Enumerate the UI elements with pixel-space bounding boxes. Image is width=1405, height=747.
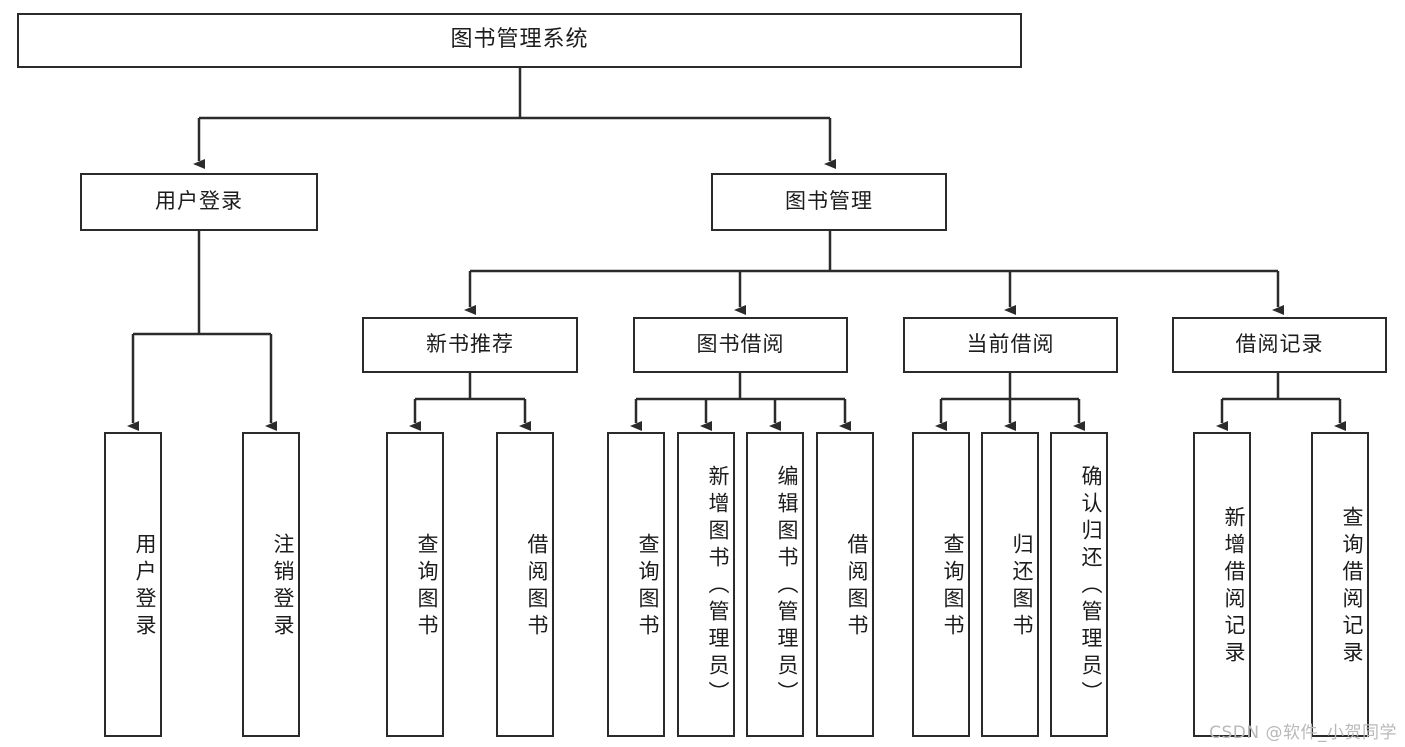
leaf-label: 归还图书: [1010, 532, 1034, 641]
leaf-user-login-signin[interactable]: 用户登录: [104, 432, 162, 737]
node-user-login[interactable]: 用户登录: [80, 173, 318, 231]
leaf-label: 新增图书（管理员）: [706, 465, 730, 708]
leaf-user-login-signout[interactable]: 注销登录: [242, 432, 300, 737]
leaf-label: 编辑图书（管理员）: [775, 465, 799, 708]
leaf-newbook-borrow-books[interactable]: 借阅图书: [496, 432, 554, 737]
leaf-label: 查询图书: [636, 532, 660, 641]
leaf-label: 注销登录: [271, 532, 295, 641]
leaf-label: 查询图书: [415, 532, 439, 641]
leaf-borrowrecord-query-record[interactable]: 查询借阅记录: [1311, 432, 1369, 737]
leaf-currentborrow-query-books[interactable]: 查询图书: [912, 432, 970, 737]
node-new-book-recommend[interactable]: 新书推荐: [362, 317, 578, 373]
leaf-newbook-query-books[interactable]: 查询图书: [386, 432, 444, 737]
leaf-borrowrecord-add-record[interactable]: 新增借阅记录: [1193, 432, 1251, 737]
leaf-bookborrow-query-books[interactable]: 查询图书: [607, 432, 665, 737]
leaf-label: 新增借阅记录: [1222, 505, 1246, 668]
leaf-label: 确认归还（管理员）: [1079, 465, 1103, 708]
leaf-bookborrow-add-book-admin[interactable]: 新增图书（管理员）: [677, 432, 735, 737]
leaf-label: 查询图书: [941, 532, 965, 641]
leaf-label: 借阅图书: [845, 532, 869, 641]
leaf-bookborrow-edit-book-admin[interactable]: 编辑图书（管理员）: [746, 432, 804, 737]
node-current-borrow[interactable]: 当前借阅: [903, 317, 1118, 373]
node-borrow-record[interactable]: 借阅记录: [1172, 317, 1387, 373]
node-root-system[interactable]: 图书管理系统: [17, 13, 1022, 68]
leaf-currentborrow-return-books[interactable]: 归还图书: [981, 432, 1039, 737]
leaf-label: 用户登录: [133, 532, 157, 641]
node-book-borrow[interactable]: 图书借阅: [633, 317, 848, 373]
leaf-currentborrow-confirm-return-admin[interactable]: 确认归还（管理员）: [1050, 432, 1108, 737]
leaf-bookborrow-borrow-books[interactable]: 借阅图书: [816, 432, 874, 737]
leaf-label: 借阅图书: [525, 532, 549, 641]
node-book-management[interactable]: 图书管理: [711, 173, 947, 231]
csdn-watermark: CSDN @软件_小贺同学: [1209, 723, 1397, 743]
leaf-label: 查询借阅记录: [1340, 505, 1364, 668]
